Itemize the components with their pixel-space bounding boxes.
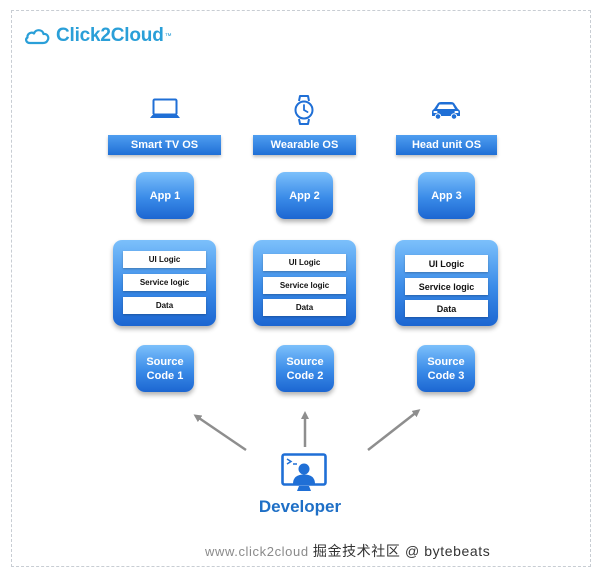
- app-box-3: App 3: [418, 172, 475, 219]
- arrow-to-source-1: [193, 414, 247, 452]
- layer-data: Data: [263, 299, 346, 316]
- watermark-url: www.click2cloud: [205, 544, 309, 559]
- os-label-head-unit: Head unit OS: [396, 135, 497, 155]
- source-box-1: Source Code 1: [136, 345, 194, 392]
- source-label-line1: Source: [286, 355, 324, 368]
- developer-monitor-icon: [281, 453, 327, 491]
- developer-label: Developer: [258, 497, 342, 516]
- layer-stack-3: UI Logic Service logic Data: [395, 240, 498, 326]
- source-label-line2: Code 1: [146, 369, 184, 382]
- cloud-logo-icon: [25, 29, 50, 45]
- os-label-smart-tv: Smart TV OS: [108, 135, 221, 155]
- brand-name: Click2Cloud: [56, 25, 164, 46]
- watermark: www.click2cloud 掘金技术社区 @ bytebeats: [205, 541, 490, 561]
- source-label-line1: Source: [427, 355, 465, 368]
- layer-ui-logic: UI Logic: [123, 251, 206, 268]
- watch-icon: [294, 95, 314, 125]
- watermark-text: 掘金技术社区 @ bytebeats: [312, 543, 491, 559]
- layer-service-logic: Service logic: [405, 278, 488, 295]
- brand-trademark: ™: [164, 32, 172, 40]
- app-label: App 2: [289, 189, 320, 202]
- app-label: App 3: [431, 189, 462, 202]
- os-label-wearable: Wearable OS: [253, 135, 356, 155]
- layer-service-logic: Service logic: [263, 277, 346, 294]
- source-box-2: Source Code 2: [276, 345, 334, 392]
- car-icon: [432, 102, 460, 120]
- layer-ui-logic: UI Logic: [263, 254, 346, 271]
- source-box-3: Source Code 3: [417, 345, 475, 392]
- source-label-line2: Code 2: [286, 369, 324, 382]
- layer-data: Data: [405, 300, 488, 317]
- layer-data: Data: [123, 297, 206, 314]
- laptop-icon: [150, 98, 180, 118]
- source-label-line1: Source: [146, 355, 184, 368]
- app-box-2: App 2: [276, 172, 333, 219]
- diagram-frame: [11, 10, 591, 567]
- layer-service-logic: Service logic: [123, 274, 206, 291]
- app-label: App 1: [149, 189, 181, 202]
- layer-stack-1: UI Logic Service logic Data: [113, 240, 216, 326]
- arrow-to-source-3: [367, 409, 421, 451]
- source-label-line2: Code 3: [427, 369, 465, 382]
- brand-logo: Click2Cloud ™: [24, 24, 172, 48]
- layer-stack-2: UI Logic Service logic Data: [253, 240, 356, 326]
- layer-ui-logic: UI Logic: [405, 255, 488, 272]
- app-box-1: App 1: [136, 172, 194, 219]
